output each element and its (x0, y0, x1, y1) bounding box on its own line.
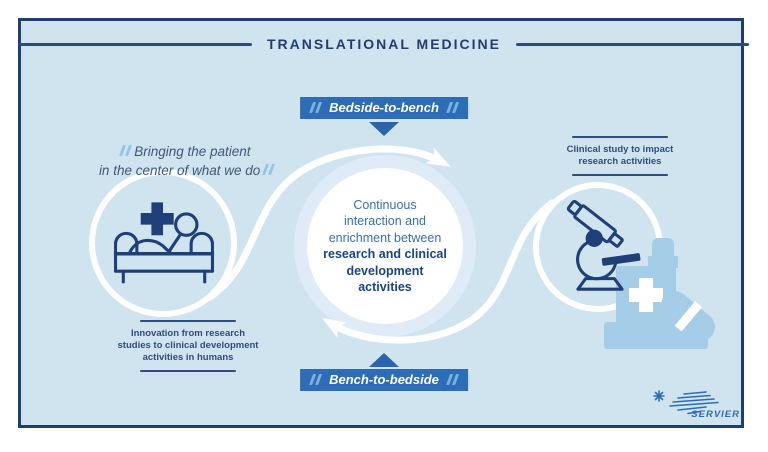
title-divider-left (18, 42, 252, 46)
right-caption: Clinical study to impact research activi… (538, 136, 702, 176)
quote-icon (262, 164, 276, 175)
left-caption-line: Innovation from research (130, 328, 246, 339)
servier-swoosh-icon (653, 390, 719, 415)
servier-wordmark: SERVIER (691, 409, 740, 420)
title-divider-right (516, 42, 750, 46)
quote-icon (445, 374, 459, 385)
caption-rule (572, 136, 668, 138)
bedside-to-bench-badge: Bedside-to-bench (300, 97, 468, 119)
quote-icon (445, 102, 459, 113)
patient-quote-line: Bringing the patient (134, 144, 251, 159)
patient-quote: Bringing the patient in the center of wh… (58, 142, 314, 180)
bedside-to-bench-label: Bedside-to-bench (329, 100, 439, 115)
bench-to-bedside-label: Bench-to-bedside (329, 372, 439, 387)
right-caption-line: research activities (578, 156, 662, 167)
left-caption-line: studies to clinical development (117, 340, 259, 351)
bench-to-bedside-badge: Bench-to-bedside (300, 369, 468, 391)
patient-quote-line: in the center of what we do (98, 163, 261, 178)
center-text-bold-line: development (346, 263, 424, 278)
title-row: TRANSLATIONAL MEDICINE (0, 36, 768, 52)
quote-icon (309, 102, 323, 113)
servier-logo: SERVIER (650, 388, 742, 422)
left-caption-line: activities in humans (142, 352, 234, 363)
right-caption-line: Clinical study to impact (566, 144, 674, 155)
center-text-normal-line: enrichment between (328, 230, 442, 245)
quote-icon (119, 145, 133, 156)
caption-rule (140, 370, 236, 372)
center-text-bold-line: activities (358, 280, 412, 294)
left-caption: Innovation from research studies to clin… (101, 320, 275, 372)
caption-rule (140, 320, 236, 322)
arrow-up-triangle (369, 353, 399, 367)
arrow-down-triangle (369, 122, 399, 136)
quote-icon (309, 374, 323, 385)
center-circle: Continuous interaction and enrichment be… (307, 168, 463, 324)
center-text-normal-line: Continuous (353, 197, 417, 212)
center-text-normal-line: interaction and (343, 214, 426, 228)
page-title: TRANSLATIONAL MEDICINE (266, 36, 502, 52)
center-text-bold-line: research and clinical (323, 247, 447, 261)
caption-rule (572, 174, 668, 176)
